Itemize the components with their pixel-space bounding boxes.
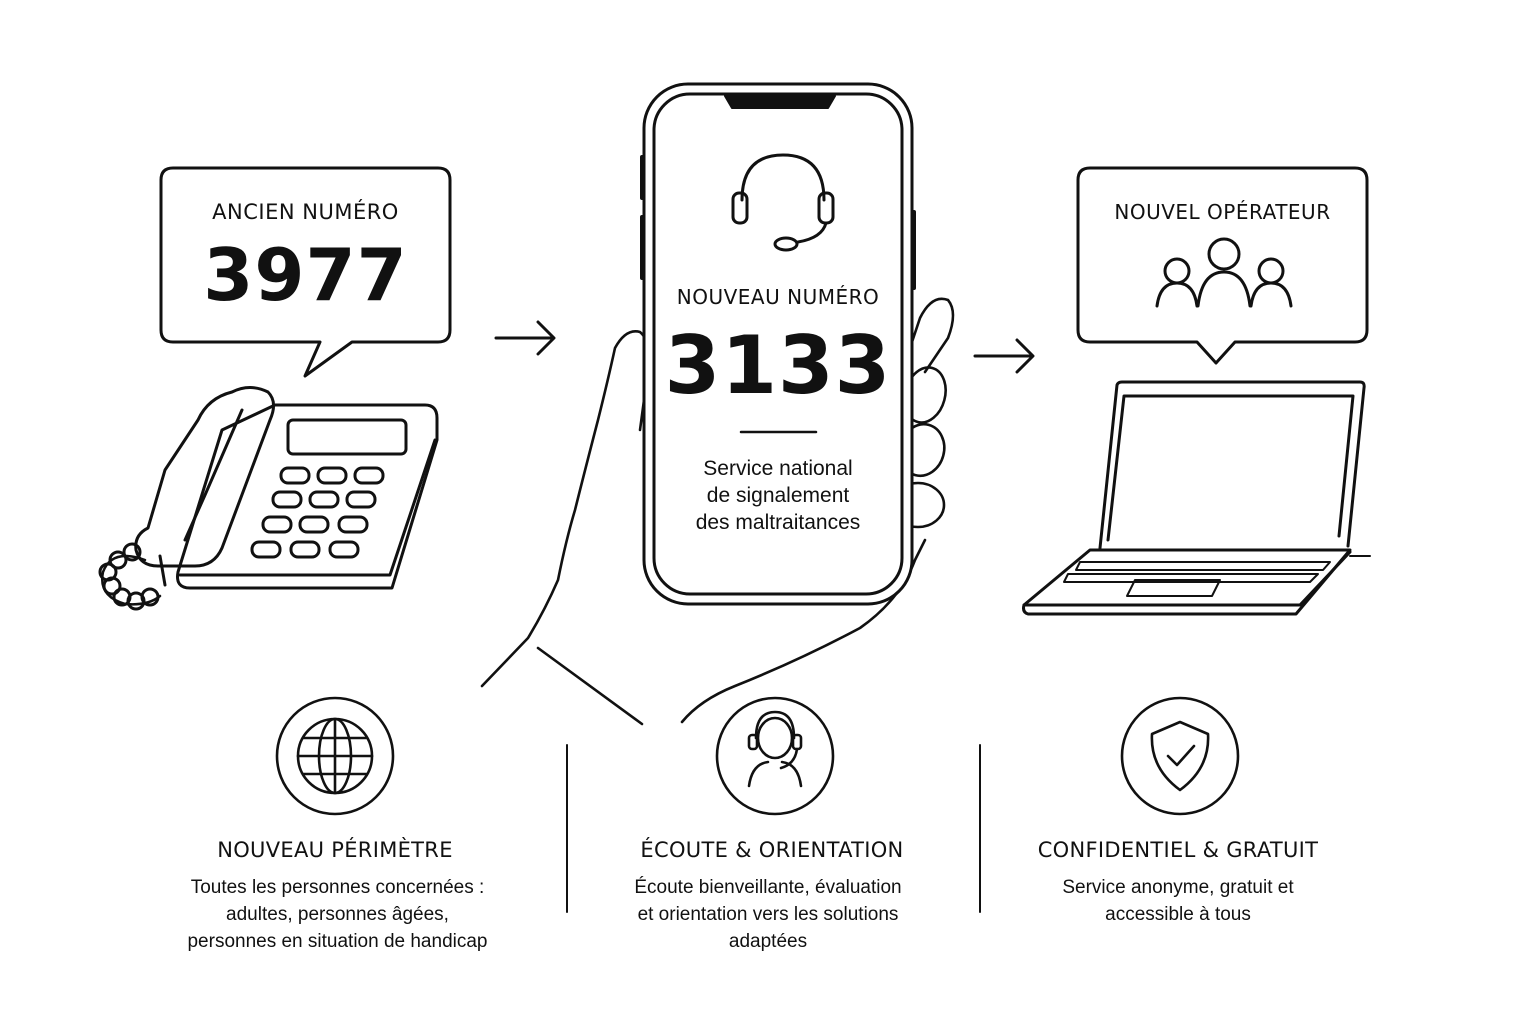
old-number-bubble [159,166,452,378]
feature-line: Toutes les personnes concernées : [190,877,485,898]
feature-line: Service anonyme, gratuit et [1062,877,1294,898]
smartphone-icon [640,82,916,606]
feature-desc-perimetre: Toutes les personnes concernées : adulte… [135,874,540,955]
arrow-right-icon [494,320,556,356]
headset-icon [731,153,835,252]
feature-line: et orientation vers les solutions [637,904,899,925]
new-operator-bubble [1076,166,1369,365]
globe-icon [275,696,395,816]
feature-title-perimetre: NOUVEAU PÉRIMÈTRE [217,838,453,862]
feature-line: personnes en situation de handicap [187,931,488,952]
description-line: Service national [703,457,853,480]
feature-line: adaptées [728,931,808,952]
new-number-description: Service national de signalement des malt… [654,455,902,536]
feature-line: accessible à tous [1105,904,1251,925]
feature-line: Écoute bienveillante, évaluation [634,877,902,898]
description-line: des maltraitances [695,511,861,534]
feature-title-ecoute: ÉCOUTE & ORIENTATION [640,838,904,862]
arrow-right-icon-2 [973,338,1035,374]
old-number-value: 3977 [203,233,408,317]
laptop-icon [1022,380,1371,616]
feature-title-confidentiel: CONFIDENTIEL & GRATUIT [1037,838,1319,862]
new-number-label: NOUVEAU NUMÉRO [676,285,880,309]
old-number-label: ANCIEN NUMÉRO [212,200,399,224]
feature-line: adultes, personnes âgées, [226,904,449,925]
new-operator-label: NOUVEL OPÉRATEUR [1114,200,1331,224]
description-line: de signalement [706,484,850,507]
group-icon [1155,237,1293,308]
feature-desc-ecoute: Écoute bienveillante, évaluation et orie… [568,874,968,955]
headset-person-icon [715,696,835,816]
desk-phone-icon [98,386,439,611]
hand-icon [480,297,955,726]
new-number-value: 3133 [664,319,892,412]
shield-check-icon [1120,696,1240,816]
feature-desc-confidentiel: Service anonyme, gratuit et accessible à… [1000,874,1356,928]
